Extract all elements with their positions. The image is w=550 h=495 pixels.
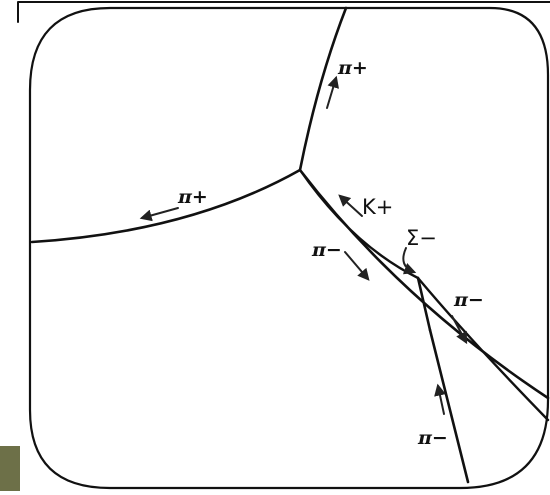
pi-minus-bottom-track bbox=[428, 328, 470, 484]
pi-plus-up-track bbox=[298, 6, 348, 172]
pi-minus-right-arrow bbox=[451, 315, 468, 345]
pi-plus-left-track bbox=[30, 168, 302, 244]
pi-plus-left-arrow bbox=[139, 207, 179, 222]
label-pi-plus-left: π+ bbox=[177, 186, 208, 208]
corner-swatch bbox=[0, 446, 20, 491]
top-bracket-line bbox=[17, 1, 550, 23]
pi-minus-track bbox=[298, 168, 420, 280]
label-sigma-minus: Σ− bbox=[406, 226, 437, 250]
sigma-decay-track bbox=[416, 276, 550, 422]
sigma-pointer bbox=[402, 247, 417, 275]
label-pi-minus-right: π− bbox=[453, 289, 484, 311]
k-plus-arrow bbox=[338, 194, 363, 217]
label-pi-plus-up: π+ bbox=[337, 57, 368, 79]
pi-plus-up-arrow bbox=[326, 75, 339, 109]
chamber-frame bbox=[28, 6, 550, 490]
label-k-plus: K+ bbox=[362, 195, 393, 219]
label-pi-minus-bottom: π− bbox=[417, 427, 448, 449]
label-pi-minus-mid: π− bbox=[311, 239, 342, 261]
pi-minus-mid-arrow bbox=[344, 251, 370, 281]
sigma-minus-track bbox=[416, 276, 432, 332]
pi-minus-bottom-arrow bbox=[434, 383, 446, 415]
